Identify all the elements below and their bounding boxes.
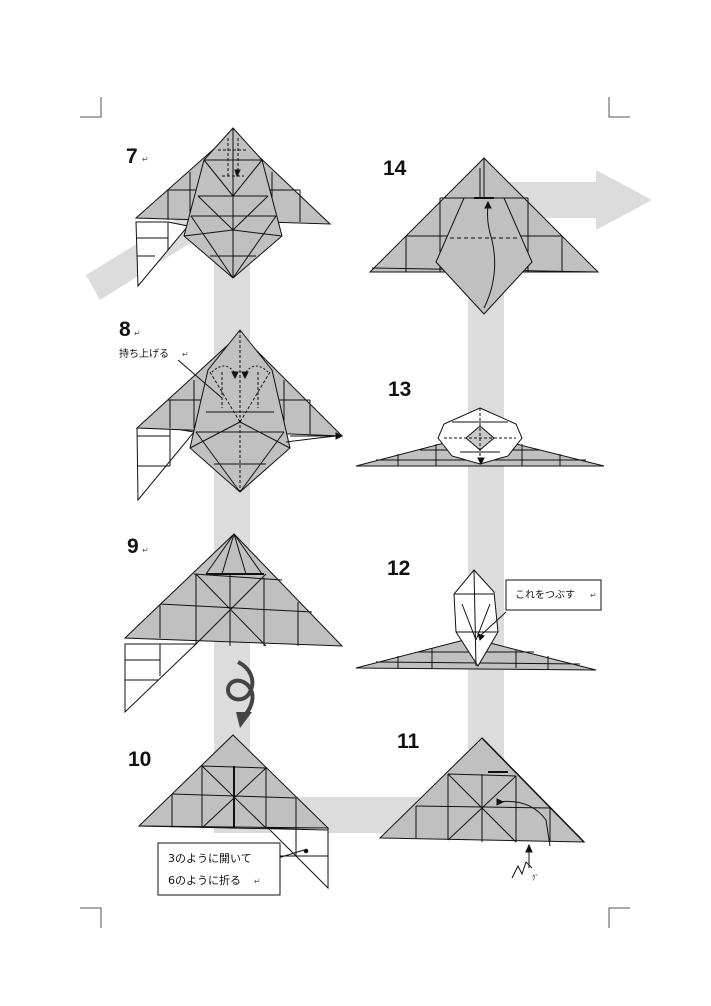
step-13-figure — [355, 407, 605, 467]
step-11-figure: ｸﾞ — [378, 737, 586, 882]
crop-mark-top-left — [80, 97, 102, 118]
step-9-figure — [123, 533, 344, 714]
flow-left-band — [214, 200, 250, 815]
step-8-number: 8 — [119, 318, 131, 341]
callout-squash-this: これをつぶす — [515, 589, 575, 601]
return-mark: ↵ — [142, 546, 149, 555]
instruction-open-like-3: 3のように開いて — [168, 852, 252, 865]
step-13-number: 13 — [388, 378, 411, 401]
step-9-triangle — [123, 533, 344, 647]
step-9-number: 9 — [127, 535, 139, 558]
svg-text:ｸﾞ: ｸﾞ — [532, 874, 539, 882]
instruction-fold-like-6: 6のように折る — [168, 873, 241, 887]
step-7-figure — [134, 127, 332, 288]
crop-mark-bottom-right — [608, 907, 630, 928]
return-mark: ↵ — [254, 877, 261, 886]
return-mark: ↵ — [590, 591, 597, 600]
step-7-number: 7 — [126, 145, 138, 168]
step-11-number: 11 — [397, 730, 420, 753]
flow-path — [86, 170, 652, 833]
step-7-white-flap — [135, 221, 189, 288]
step-10-number: 10 — [128, 748, 151, 771]
return-mark: ↵ — [134, 329, 141, 338]
return-mark: ↵ — [142, 155, 149, 164]
step-8-white-flap — [136, 427, 195, 502]
step-8-figure — [135, 329, 344, 502]
crop-mark-top-right — [608, 97, 630, 118]
callout-box — [505, 579, 602, 611]
crop-marks — [80, 97, 630, 928]
instruction-box — [157, 842, 281, 896]
step-12-number: 12 — [387, 557, 410, 580]
step-10-white-flap — [266, 827, 329, 890]
step-12-figure — [355, 569, 597, 671]
step-14-figure — [368, 157, 600, 315]
rotate-symbol — [225, 660, 255, 728]
annotation-lift-up: 持ち上げる — [119, 347, 169, 360]
step-14-number: 14 — [383, 157, 407, 180]
flow-exit-arrowhead — [596, 170, 652, 230]
crop-mark-bottom-left — [80, 907, 102, 928]
return-mark: ↵ — [182, 350, 189, 359]
step-14-center-flap — [435, 197, 533, 315]
step-10-figure — [137, 734, 330, 890]
